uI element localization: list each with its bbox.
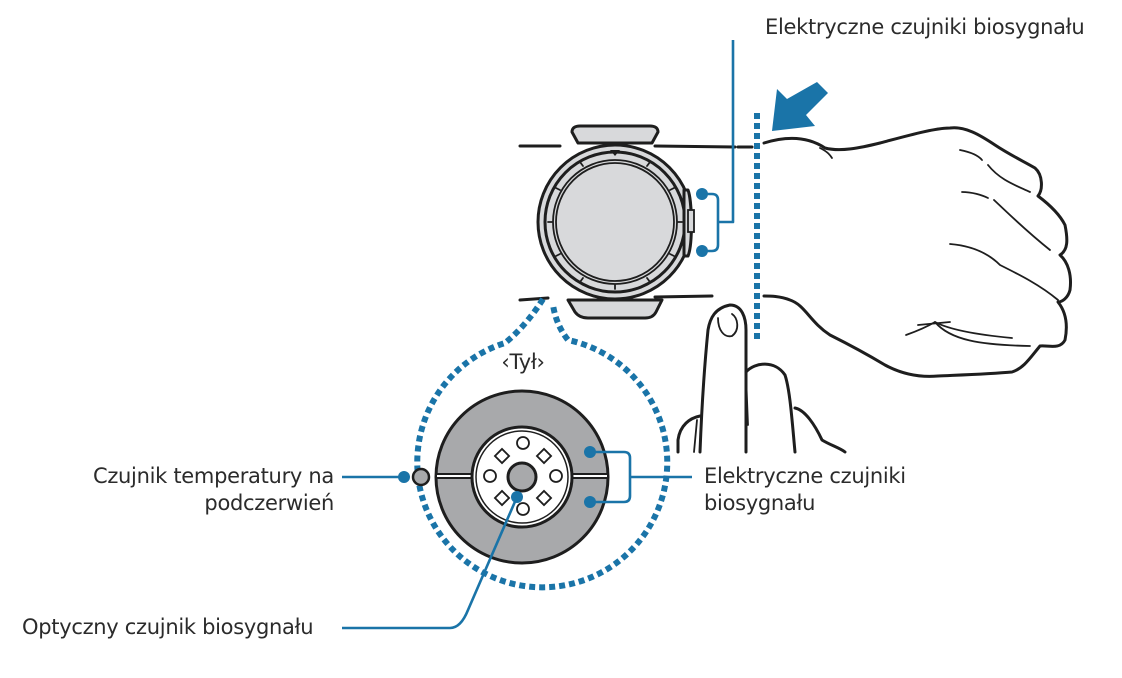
label-temperature-sensor-line2: podczerwień (204, 491, 334, 515)
watch-front (536, 124, 695, 320)
back-view-callout (414, 297, 671, 591)
bezel-ticks (547, 161, 683, 290)
temperature-sensor-leader (342, 471, 410, 483)
back-sensors-leader (584, 446, 692, 508)
watch-back (411, 389, 610, 565)
optical-sensor-leader (342, 491, 523, 630)
label-optical-sensor: Optyczny czujnik biosygnału (22, 615, 314, 639)
label-temperature-sensor-line1: Czujnik temperatury na (92, 464, 334, 488)
arm-outline (518, 144, 754, 302)
label-back-electrical-sensors-line1: Elektryczne czujniki (704, 464, 906, 488)
optical-sensor-leds (483, 436, 563, 516)
top-sensors-leader (696, 40, 735, 257)
hand-illustration (762, 126, 1072, 378)
finger-illustration (676, 303, 847, 454)
label-back-view: ‹Tył› (501, 350, 545, 374)
label-back-electrical-sensors-line2: biosygnału (704, 491, 816, 515)
arrow-icon (772, 82, 828, 131)
label-top-electrical-sensors: Elektryczne czujniki biosygnału (765, 15, 1085, 39)
